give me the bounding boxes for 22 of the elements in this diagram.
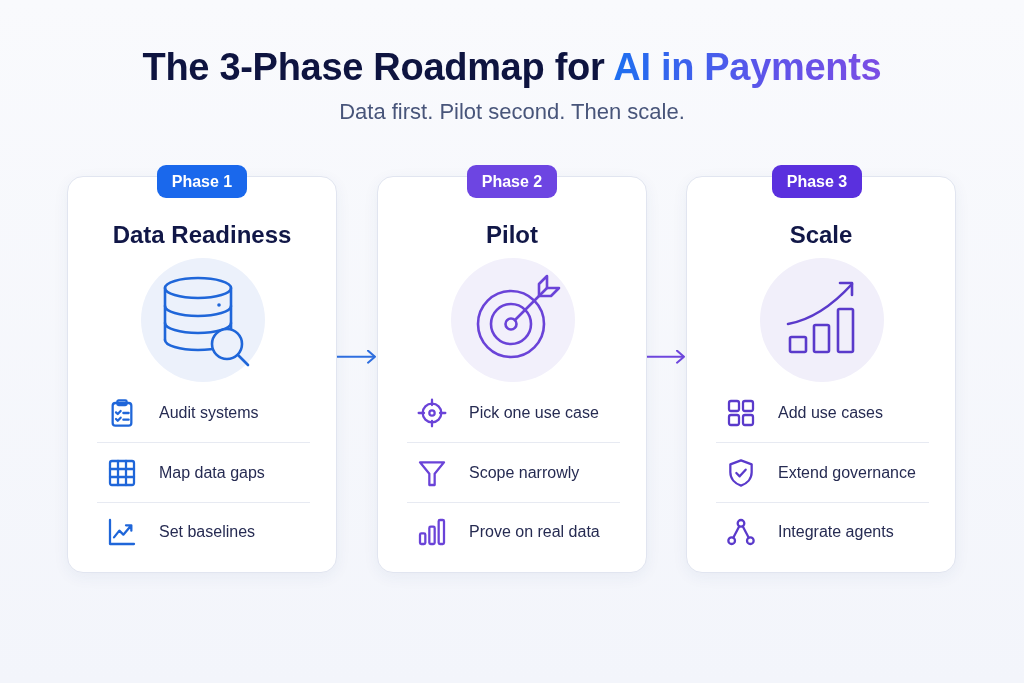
step-text: Extend governance [778,462,916,483]
subtitle: Data first. Pilot second. Then scale. [339,99,685,125]
step-text: Prove on real data [469,522,600,542]
step-text: Add use cases [778,403,883,423]
card-heading: Data Readiness [112,220,292,250]
step-text: Map data gaps [159,462,265,483]
arrow [646,349,685,364]
card-heading: Scale [789,220,853,250]
phase-card [67,176,337,573]
phase-badge: Phase 2 [467,165,557,198]
step-text: Scope narrowly [469,462,580,483]
phase-badge: Phase 3 [772,165,862,198]
title: The 3-Phase Roadmap for AI in Payments [142,45,882,90]
step-text: Integrate agents [778,522,894,542]
step-text: Audit systems [159,403,259,423]
arrow [336,349,376,364]
step-text: Set baselines [159,522,256,542]
phase-badge: Phase 1 [157,165,247,198]
step-text: Pick one use case [469,403,599,423]
phase-card [686,176,956,573]
phase-card [377,176,647,573]
card-heading: Pilot [486,220,538,250]
